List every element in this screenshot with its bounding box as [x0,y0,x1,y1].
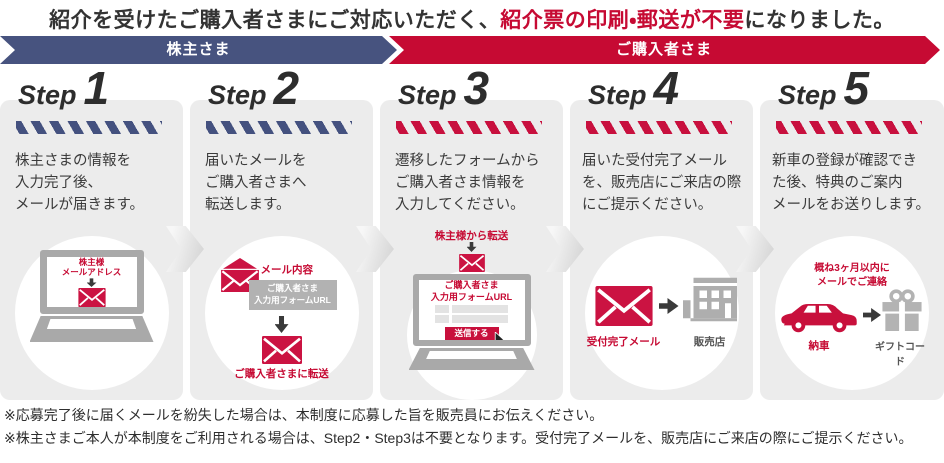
cursor-icon [494,331,505,340]
step1-card: 株主さまの情報を 入力完了後、 メールが届きます。 株主様 メールアドレス [0,100,183,400]
gift-code-label: ギフトコード [875,342,925,368]
step3-column: Step 3 遷移したフォームから ご購入者さま情報を 入力してください。 株主… [380,62,563,400]
laptop-icon: ご購入者さま 入力用フォームURL 送信する [408,274,535,370]
dashes-icon [16,121,162,134]
dashes-icon [586,121,732,134]
car-icon [781,304,857,333]
step-number: 5 [843,62,870,114]
mail-icon [261,336,302,364]
mail-icon [77,287,106,307]
building-icon [682,277,737,322]
step1-column: Step 1 株主さまの情報を 入力完了後、 メールが届きます。 株主様 メール… [0,62,183,400]
shareholder-band: 株主さま [0,36,397,64]
form-title: ご購入者さま 入力用フォームURL [430,280,513,302]
step-number: 1 [83,62,110,114]
step5-heading: Step 5 [778,62,870,114]
down-arrow-icon [86,278,97,287]
shareholder-mail-label: 株主様 メールアドレス [61,257,122,278]
step1-heading: Step 1 [18,62,110,114]
step5-column: Step 5 新車の登録が確認でき た後、特典のご案内 メールをお送りします。 … [760,62,944,400]
form-field-row [435,314,508,323]
mail-icon [594,286,653,326]
step4-description: 届いた受付完了メール を、販売店にご来店の際 にご提示ください。 [582,153,742,213]
shareholder-band-label: 株主さま [166,41,231,58]
title-suffix: になりました。 [744,9,895,32]
gift-icon [882,289,922,331]
reception-mail-label: 受付完了メール [586,336,661,348]
dashes-icon [776,121,922,134]
step-word: Step [778,80,837,110]
step4-column: Step 4 届いた受付完了メール を、販売店にご来店の際 にご提示ください。 [570,62,753,400]
footnote-line: ※応募完了後に届くメールを紛失した場合は、本制度に応募した旨を販売員にお伝えくだ… [4,407,604,423]
forwarded-from-label: 株主様から転送 [434,230,509,242]
dashes-icon [396,121,542,134]
step-word: Step [588,80,647,110]
step3-card: 遷移したフォームから ご購入者さま情報を 入力してください。 株主様から転送 ご… [380,100,563,400]
step2-illustration: メール内容 ご購入者さま 入力用フォームURL ご購入者さまに転送 [204,236,359,390]
step2-column: Step 2 届いたメールを ご購入者さまへ 転送します。 メール内容 ご購入者… [190,62,373,400]
step-number: 2 [273,62,300,114]
footnotes: ※応募完了後に届くメールを紛失した場合は、本制度に応募した旨を販売員にお伝えくだ… [4,404,913,449]
step5-illustration: 概ね3ヶ月以内に メールでご連絡 納車 ギフトコード [775,236,929,390]
forward-label: ご購入者さまに転送 [234,368,329,380]
step5-card: 新車の登録が確認でき た後、特典のご案内 メールをお送りします。 概ね3ヶ月以内… [760,100,944,400]
down-arrow-icon [274,316,289,333]
step3-description: 遷移したフォームから ご購入者さま情報を 入力してください。 [395,153,540,213]
mail-content-label: メール内容 [260,264,314,276]
step-number: 3 [463,62,490,114]
mail-body-box: ご購入者さま 入力用フォームURL [248,280,337,310]
right-arrow-icon [658,298,679,314]
form-field-row [435,304,508,313]
step4-illustration: 受付完了メール 販売店 [584,236,739,390]
step2-card: 届いたメールを ご購入者さまへ 転送します。 メール内容 ご購入者さま 入力用フ… [190,100,373,400]
purchaser-band-label: ご購入者さま [615,41,712,58]
step2-heading: Step 2 [208,62,300,114]
step5-description: 新車の登録が確認でき た後、特典のご案内 メールをお送りします。 [772,153,931,213]
dealer-label: 販売店 [693,336,726,348]
delivery-label: 納車 [808,340,830,352]
step-word: Step [208,80,267,110]
step1-description: 株主さまの情報を 入力完了後、 メールが届きます。 [15,153,145,213]
purchaser-band: ご購入者さま [388,36,940,64]
mail-icon [458,254,485,272]
step4-heading: Step 4 [588,62,680,114]
step3-heading: Step 3 [398,62,490,114]
title-highlight: 紹介票の印刷・郵送が不要 [500,9,745,32]
page-title: 紹介を受けたご購入者さまにご対応いただく、紹介票の印刷・郵送が不要になりました。 [0,4,944,34]
down-arrow-icon [466,242,477,252]
right-arrow-icon [863,308,881,322]
title-prefix: 紹介を受けたご購入者さまにご対応いただく、 [49,9,501,32]
dashes-icon [206,121,352,134]
submit-button-graphic: 送信する [444,326,505,340]
step2-description: 届いたメールを ご購入者さまへ 転送します。 [205,153,307,213]
step-number: 4 [653,62,680,114]
notice-label: 概ね3ヶ月以内に メールでご連絡 [814,263,890,288]
step1-illustration: 株主様 メールアドレス [14,236,169,390]
step4-card: 届いた受付完了メール を、販売店にご来店の際 にご提示ください。 [570,100,753,400]
step-word: Step [398,80,457,110]
step3-illustration: ご購入者さま 入力用フォームURL 送信する [406,270,537,400]
laptop-icon: 株主様 メールアドレス [29,250,154,342]
step-word: Step [18,80,77,110]
footnote-line: ※株主さまご本人が本制度をご利用される場合は、Step2・Step3は不要となり… [4,429,913,446]
